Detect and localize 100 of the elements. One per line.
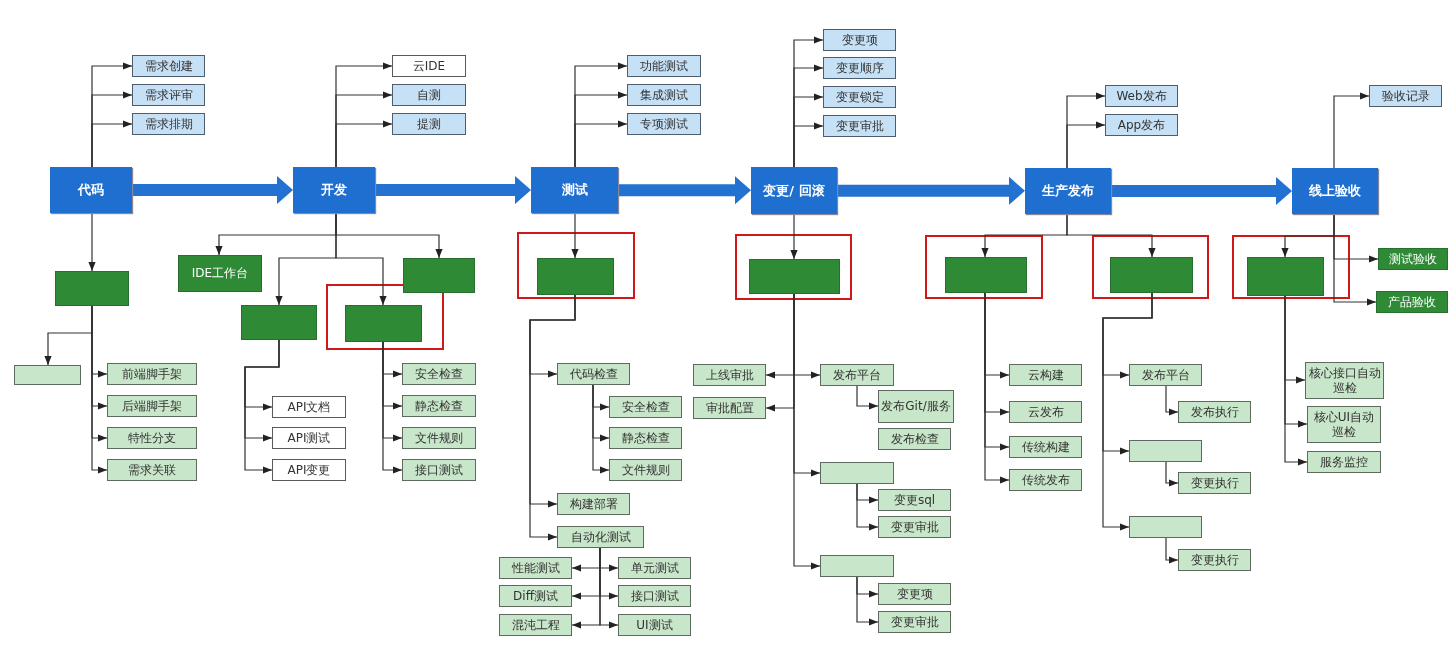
task-box: 发布执行: [1178, 401, 1251, 423]
stage-box: 生产发布: [1025, 168, 1111, 214]
task-box: 专项测试: [627, 113, 701, 135]
task-box: 提测: [392, 113, 466, 135]
connector-arrow: [1066, 121, 1106, 169]
task-box: UI测试: [618, 614, 691, 636]
task-box: 发布检查: [878, 428, 951, 450]
task-box: 发布平台: [820, 364, 894, 386]
task-box: 自动化测试: [557, 526, 644, 548]
task-box: 验收记录: [1369, 85, 1442, 107]
tool-box: [345, 305, 422, 342]
task-box: 变更项: [823, 29, 896, 51]
task-box: 后端脚手架: [107, 395, 197, 417]
block-arrow: [1111, 177, 1292, 205]
task-box: 云IDE: [392, 55, 466, 77]
task-box: 集成测试: [627, 84, 701, 106]
connector-arrow: [1165, 461, 1179, 487]
task-box: 云构建: [1009, 364, 1082, 386]
connector-arrow: [856, 483, 879, 531]
task-box: 核心UI自动巡检: [1307, 406, 1381, 443]
connector-arrow: [571, 212, 579, 259]
connector-arrow: [1284, 295, 1308, 466]
task-box: 单元测试: [618, 557, 691, 579]
task-box: 需求评审: [132, 84, 205, 106]
tool-box: [945, 257, 1027, 293]
task-box: 需求排期: [132, 113, 205, 135]
task-box: 上线审批: [693, 364, 766, 386]
task-box: 发布平台: [1129, 364, 1202, 386]
task-box: 自测: [392, 84, 466, 106]
connector-arrow: [856, 576, 879, 626]
tool-box: 产品验收: [1376, 291, 1448, 313]
connector-arrow: [335, 120, 393, 168]
block-arrow: [375, 176, 531, 204]
connector-arrow: [599, 547, 619, 629]
connector-arrow: [574, 120, 628, 168]
connector-arrow: [1333, 213, 1377, 306]
task-box: 前端脚手架: [107, 363, 197, 385]
task-box: [820, 462, 894, 484]
connector-arrow: [790, 213, 798, 260]
task-box: API变更: [272, 459, 346, 481]
connector-arrow: [382, 341, 403, 474]
connector-arrow: [88, 212, 96, 272]
task-box: 变更项: [878, 583, 951, 605]
task-box: [820, 555, 894, 577]
task-box: 文件规则: [402, 427, 476, 449]
task-box: 核心接口自动巡检: [1305, 362, 1384, 399]
task-box: 接口测试: [618, 585, 691, 607]
connector-arrow: [793, 293, 821, 570]
task-box: 代码检查: [557, 363, 630, 385]
tool-box: [537, 258, 614, 295]
tool-box: [749, 259, 840, 294]
connector-arrow: [793, 122, 824, 168]
connector-arrow: [1165, 385, 1179, 416]
task-box: 变更审批: [878, 611, 951, 633]
task-box: Diff测试: [499, 585, 572, 607]
connector-arrow: [1066, 213, 1156, 258]
tool-box: 测试验收: [1378, 248, 1448, 270]
task-box: 需求创建: [132, 55, 205, 77]
connector-arrow: [856, 385, 879, 410]
task-box: App发布: [1105, 114, 1178, 136]
task-box: 云发布: [1009, 401, 1082, 423]
tool-box: [241, 305, 317, 340]
stage-box: 变更/ 回滚: [751, 167, 837, 214]
tool-box: [403, 258, 475, 293]
stage-box: 开发: [293, 167, 375, 213]
connector-arrow: [984, 292, 1010, 484]
task-box: Web发布: [1105, 85, 1178, 107]
task-box: 静态检查: [402, 395, 476, 417]
block-arrow: [132, 176, 293, 204]
task-box: 服务监控: [1307, 451, 1381, 473]
stage-box: 线上验收: [1292, 168, 1378, 214]
task-box: 变更顺序: [823, 57, 896, 79]
connector-arrow: [244, 339, 280, 474]
connector-arrow: [335, 212, 387, 306]
task-box: 变更sql: [878, 489, 951, 511]
task-box: 需求关联: [107, 459, 197, 481]
task-box: API测试: [272, 427, 346, 449]
task-box: 变更审批: [878, 516, 951, 538]
task-box: 混沌工程: [499, 614, 572, 636]
tool-box: [55, 271, 129, 306]
task-box: 变更审批: [823, 115, 896, 137]
task-box: [14, 365, 81, 385]
task-box: API文档: [272, 396, 346, 418]
task-box: 安全检查: [609, 396, 682, 418]
task-box: 发布Git/服务: [878, 390, 954, 423]
task-box: 性能测试: [499, 557, 572, 579]
task-box: 构建部署: [557, 493, 630, 515]
connector-arrow: [1333, 92, 1370, 169]
connector-arrow: [91, 120, 133, 168]
task-box: 审批配置: [693, 397, 766, 419]
task-box: 传统构建: [1009, 436, 1082, 458]
task-box: [1129, 440, 1202, 462]
task-box: 文件规则: [609, 459, 682, 481]
connector-arrow: [1102, 292, 1153, 531]
block-arrow: [837, 176, 1025, 205]
block-arrow: [618, 176, 751, 205]
task-box: 传统发布: [1009, 469, 1082, 491]
tool-box: IDE工作台: [178, 255, 262, 292]
stage-box: 代码: [50, 167, 132, 213]
connector-arrow: [1165, 537, 1179, 564]
